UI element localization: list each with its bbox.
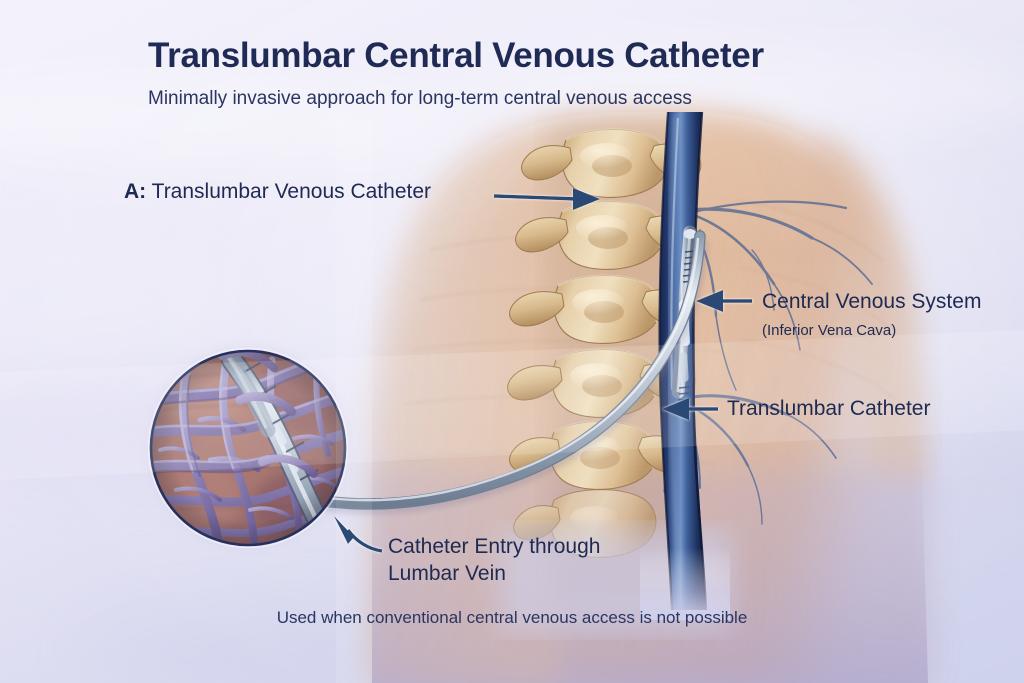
callout-arrow-a [493,188,600,210]
label-central-venous-system: Central Venous System (Inferior Vena Cav… [762,288,1012,344]
label-a-marker: A: [124,180,147,203]
label-translumbar-catheter: Translumbar Catheter [727,397,931,420]
label-inferior-vena-cava: (Inferior Vena Cava) [762,322,897,339]
page-subtitle: Minimally invasive approach for long-ter… [148,88,692,109]
label-translumbar-venous-catheter: A: Translumbar Venous Catheter [124,180,431,204]
label-a-text: Translumbar Venous Catheter [151,180,432,203]
label-catheter-entry: Catheter Entry through Lumbar Vein [388,535,601,585]
lumbar-vein-plexus-inset [147,347,349,549]
footer-caption: Used when conventional central venous ac… [276,608,748,627]
label-central-venous-system-main: Central Venous System [762,290,982,313]
callout-arrow-central-venous [696,290,752,312]
callout-arrow-catheter-entry [334,516,383,553]
page-title: Translumbar Central Venous Catheter [148,36,764,75]
translumbar-catheter-tube [280,230,709,515]
callout-arrow-translumbar-catheter [662,398,718,420]
translucent-overlay-band [0,120,1024,683]
